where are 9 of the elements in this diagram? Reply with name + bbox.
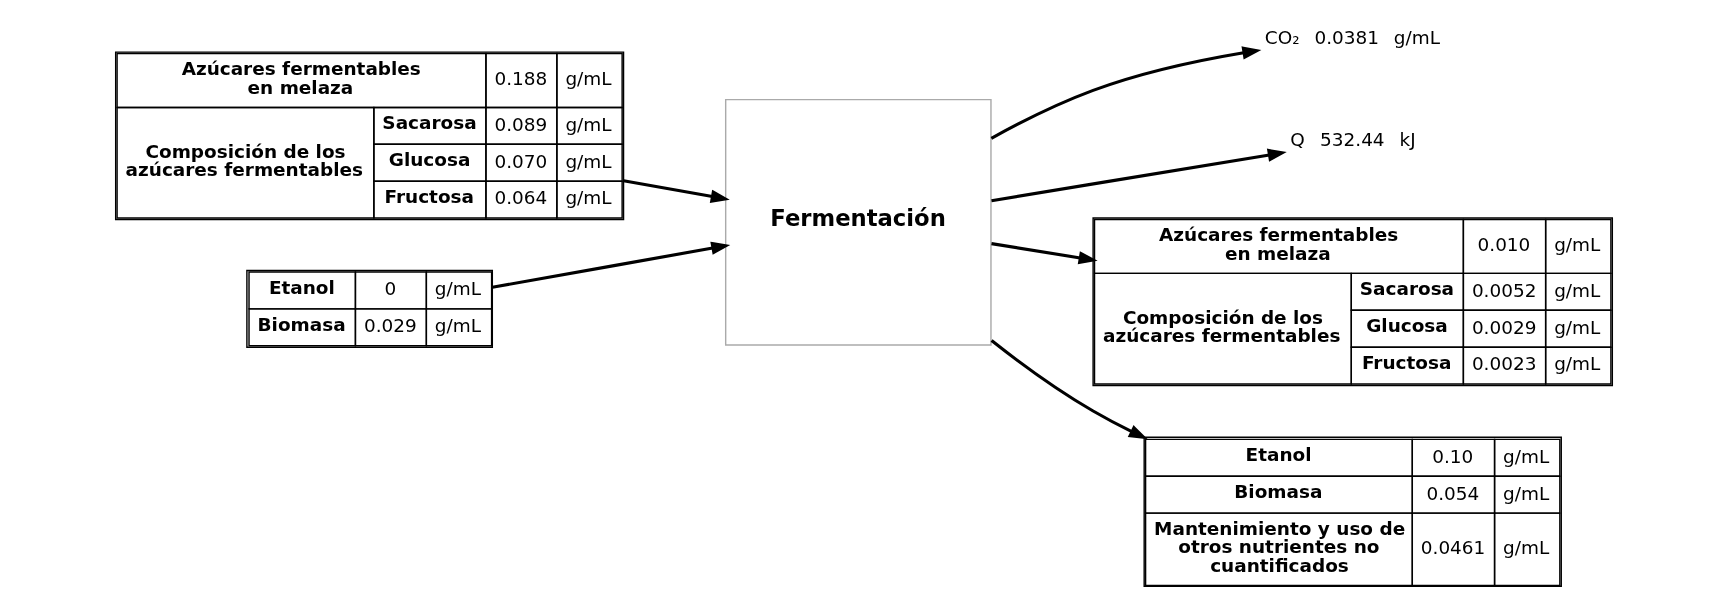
node-box: Fermentación [724,98,992,346]
arrow [990,339,1148,440]
node-text: Q 532.44 kJ [1289,129,1416,151]
arrow [491,241,730,289]
arrow [990,148,1287,203]
arrow [622,179,730,203]
node-text: CO₂ 0.0381 g/mL [1264,27,1440,49]
arrow [990,46,1261,140]
arrow [990,242,1098,265]
